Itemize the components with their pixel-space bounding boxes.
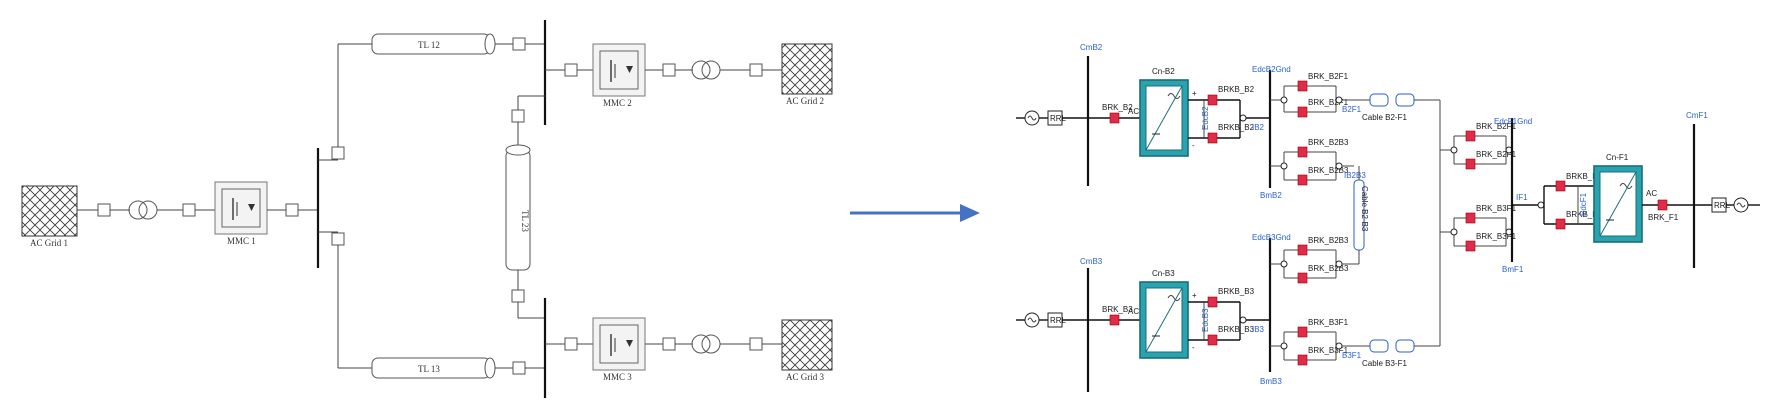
breaker-box bbox=[97, 203, 111, 217]
breaker-dc-b3-pos bbox=[1207, 296, 1218, 308]
b2-dc-breakers: BRK_B2F1 BRK_B2F1 BRK_B2B3 BRK_B2B3 bbox=[1270, 72, 1349, 186]
breaker-dc-b3-neg bbox=[1207, 334, 1218, 346]
mmc-1-icon bbox=[214, 181, 268, 235]
edc-f1-label: EdcF1 bbox=[1579, 192, 1588, 216]
cable-b2-f1-icon bbox=[1369, 93, 1389, 107]
edc-f1gnd-label: EdcF1Gnd bbox=[1494, 117, 1532, 126]
bus-label-bmb2: BmB2 bbox=[1260, 191, 1282, 200]
brk-b2b3-label-1: BRK_B2B3 bbox=[1308, 138, 1349, 147]
mmc-1-label: MMC 1 bbox=[227, 236, 256, 246]
transformer-icon bbox=[128, 200, 148, 220]
ac-label-f1: AC bbox=[1646, 189, 1657, 198]
b3-dc-breakers: BRK_B2B3 BRK_B2B3 BRK_B3F1 BRK_B3F1 bbox=[1270, 236, 1349, 366]
mmc-2-label: MMC 2 bbox=[603, 98, 632, 108]
ac-grid-1-label: AC Grid 1 bbox=[30, 238, 68, 248]
mmc-3-label: MMC 3 bbox=[603, 372, 632, 382]
ac-grid-3-icon bbox=[781, 319, 833, 371]
brk-b2f1-label-1: BRK_B2F1 bbox=[1308, 72, 1349, 81]
mmc-3-icon bbox=[592, 317, 646, 371]
ib3-label: IB3 bbox=[1252, 325, 1265, 334]
tl-13-label: TL 13 bbox=[418, 364, 440, 374]
brkb-b3-neg-label: BRKB_B3 bbox=[1218, 325, 1255, 334]
b2f1-current-label: B2F1 bbox=[1342, 105, 1362, 114]
edc-b3gnd-label: EdcB3Gnd bbox=[1252, 233, 1291, 242]
brk-b2f1-label-2: BRK_B2F1 bbox=[1308, 98, 1349, 107]
cable-b2-f1-label: Cable B2-F1 bbox=[1362, 113, 1407, 122]
brk-ac-b3-label: BRK_B3 bbox=[1102, 305, 1133, 314]
brk-f1-b3f1-label-1: BRK_B3F1 bbox=[1476, 204, 1517, 213]
bus-label-cmf1: CmF1 bbox=[1686, 111, 1708, 120]
ib2-label: IB2 bbox=[1252, 123, 1265, 132]
bus-label-cmb2: CmB2 bbox=[1080, 43, 1103, 52]
rrl-f1-label: RRL bbox=[1714, 201, 1731, 210]
cable-b2-b3-label: Cable B2-B3 bbox=[1360, 186, 1369, 232]
ac-grid-2-icon bbox=[781, 43, 833, 95]
breaker-ac-f1 bbox=[1657, 199, 1668, 211]
f1-dc-breakers: BRK_B2F1 BRK_B2F1 BRK_B3F1 BRK_B3F1 bbox=[1440, 122, 1517, 252]
ac-grid-1-icon bbox=[21, 185, 78, 237]
brkb-b2-neg-label: BRKB_B2 bbox=[1218, 123, 1255, 132]
breaker-dc-b2-neg bbox=[1207, 132, 1218, 144]
bus-label-cmb3: CmB3 bbox=[1080, 257, 1103, 266]
ib2b3-label: IB2B3 bbox=[1344, 171, 1366, 180]
brkb-f1-neg-label: BRKB_F1 bbox=[1566, 210, 1602, 219]
mmc-2-icon bbox=[592, 43, 646, 97]
tl-23-label: TL 23 bbox=[520, 210, 530, 232]
brkb-f1-pos-label: BRKB_F1 bbox=[1566, 172, 1602, 181]
arrow-head-icon bbox=[960, 204, 980, 222]
conv-f1-label: Cn-F1 bbox=[1606, 153, 1629, 162]
brk-ac-b2-label: BRK_B2 bbox=[1102, 103, 1133, 112]
brkb-b2-pos-label: BRKB_B2 bbox=[1218, 85, 1255, 94]
svg-text:+: + bbox=[1192, 89, 1197, 98]
brk-b2b3-label-2: BRK_B2B3 bbox=[1308, 166, 1349, 175]
bus-label-bmb3: BmB3 bbox=[1260, 377, 1282, 386]
cable-b3-f1-label: Cable B3-F1 bbox=[1362, 359, 1407, 368]
cable-b3-f1-icon bbox=[1369, 339, 1389, 353]
breaker-dc-f1-neg bbox=[1555, 218, 1566, 230]
transform-arrow bbox=[850, 204, 980, 222]
bus-label-bmf1: BmF1 bbox=[1502, 265, 1524, 274]
ac-label-b3: AC bbox=[1128, 307, 1139, 316]
ac-grid-2-label: AC Grid 2 bbox=[786, 96, 824, 106]
brkb-b3-pos-label: BRKB_B3 bbox=[1218, 287, 1255, 296]
breaker-dc-f1-pos bbox=[1555, 180, 1566, 192]
edc-b2gnd-label: EdcB2Gnd bbox=[1252, 65, 1291, 74]
conv-b3-label: Cn-B3 bbox=[1152, 269, 1175, 278]
tl-12-label: TL 12 bbox=[418, 40, 440, 50]
svg-text:+: + bbox=[1192, 291, 1197, 300]
brk-f1-b2f1-label-1: BRK_B2F1 bbox=[1476, 122, 1517, 131]
right-schematic: RRL CmB2 BRK_B2 AC Cn-B2 + - EdcB2 BRKB_… bbox=[1016, 43, 1760, 392]
if1-label: IF1 bbox=[1516, 193, 1528, 202]
breaker-dc-b2-pos bbox=[1207, 94, 1218, 106]
brk-b2b3-label-3: BRK_B2B3 bbox=[1308, 236, 1349, 245]
edc-b3-label: EdcB3 bbox=[1201, 308, 1210, 332]
brk-f1-b2f1-label-2: BRK_B2F1 bbox=[1476, 150, 1517, 159]
left-schematic: AC Grid 1 MMC 1 TL 12 bbox=[21, 20, 833, 398]
brk-f1-b3f1-label-2: BRK_B3F1 bbox=[1476, 232, 1517, 241]
brk-b2b3-label-4: BRK_B2B3 bbox=[1308, 264, 1349, 273]
rrl-b3-label: RRL bbox=[1050, 316, 1067, 325]
brk-b3f1-label-1: BRK_B3F1 bbox=[1308, 318, 1349, 327]
brk-ac-f1-label: BRK_F1 bbox=[1648, 213, 1679, 222]
ac-grid-3-label: AC Grid 3 bbox=[786, 372, 824, 382]
svg-text:-: - bbox=[1192, 343, 1195, 352]
b3f1-current-label: B3F1 bbox=[1342, 351, 1362, 360]
conv-b2-label: Cn-B2 bbox=[1152, 67, 1175, 76]
breaker-ac-b3 bbox=[1109, 314, 1120, 326]
breaker-ac-b2 bbox=[1109, 112, 1120, 124]
ac-label-b2: AC bbox=[1128, 107, 1139, 116]
brk-b3f1-label-2: BRK_B3F1 bbox=[1308, 346, 1349, 355]
rrl-b2-label: RRL bbox=[1050, 114, 1067, 123]
svg-text:-: - bbox=[1192, 141, 1195, 150]
edc-b2-label: EdcB2 bbox=[1201, 106, 1210, 130]
